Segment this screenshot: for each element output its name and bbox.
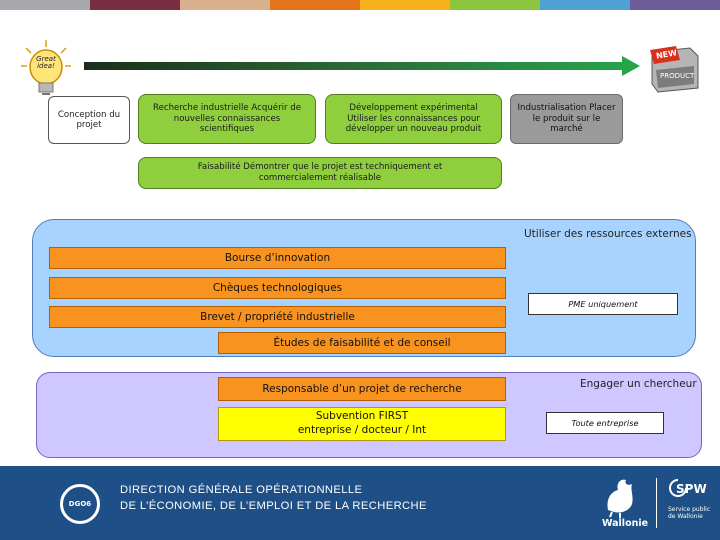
- top-bar-segment-4: [270, 0, 360, 10]
- bourse-innovation-bar: Bourse d’innovation: [49, 247, 506, 269]
- researcher-title: Engager un chercheur: [580, 378, 697, 390]
- responsable-projet-bar: Responsable d’un projet de recherche: [218, 377, 506, 401]
- conception-box: Conception du projet: [48, 96, 130, 144]
- faisabilite-text: Faisabilité Démontrer que le projet est …: [197, 162, 443, 183]
- top-bar-segment-2: [90, 0, 180, 10]
- subvention-first-box: Subvention FIRST entreprise / docteur / …: [218, 407, 506, 441]
- top-color-bar: [0, 0, 720, 10]
- lightbulb-text: Great idea!: [36, 55, 56, 71]
- responsable-projet-text: Responsable d’un projet de recherche: [262, 383, 462, 395]
- industrialisation-box: Industrialisation Placer le produit sur …: [510, 94, 623, 144]
- wallonie-rooster-icon: [598, 474, 644, 518]
- pme-uniquement-note: PME uniquement: [528, 293, 678, 315]
- top-bar-segment-5: [360, 0, 450, 10]
- wallonie-text: Wallonie: [602, 518, 649, 529]
- footer-line1: DIRECTION GÉNÉRALE OPÉRATIONNELLE: [120, 484, 363, 496]
- developpement-box: Développement expérimental Utiliser les …: [325, 94, 502, 144]
- top-bar-segment-7: [540, 0, 630, 10]
- spw-logo-icon: [668, 478, 688, 498]
- recherche-text: Recherche industrielle Acquérir de nouve…: [152, 102, 302, 135]
- lightbulb-icon: Great idea!: [18, 38, 74, 98]
- toute-entreprise-text: Toute entreprise: [571, 418, 639, 428]
- top-bar-segment-1: [0, 0, 90, 10]
- top-bar-segment-3: [180, 0, 270, 10]
- arrow-right-icon: [84, 54, 644, 78]
- brevet-text: Brevet / propriété industrielle: [200, 311, 355, 323]
- dgo6-text: DGO6: [68, 500, 92, 508]
- industrialisation-text: Industrialisation Placer le produit sur …: [517, 102, 616, 135]
- subvention-first-line1: Subvention FIRST: [315, 410, 409, 423]
- brevet-bar: Brevet / propriété industrielle: [49, 306, 506, 328]
- top-bar-segment-8: [630, 0, 720, 10]
- cheques-technologiques-text: Chèques technologiques: [212, 282, 343, 294]
- pme-uniquement-text: PME uniquement: [568, 299, 638, 309]
- etudes-faisabilite-bar: Études de faisabilité et de conseil: [218, 332, 506, 354]
- toute-entreprise-note: Toute entreprise: [546, 412, 664, 434]
- spw-sub1: Service public: [668, 506, 711, 513]
- bourse-innovation-text: Bourse d’innovation: [224, 252, 331, 264]
- subvention-first-line2: entreprise / docteur / Int: [297, 424, 427, 436]
- external-resources-title: Utiliser des ressources externes: [524, 228, 692, 240]
- dgo6-logo: DGO6: [60, 484, 100, 524]
- footer-band: DGO6 DIRECTION GÉNÉRALE OPÉRATIONNELLE D…: [0, 466, 720, 540]
- etudes-faisabilite-text: Études de faisabilité et de conseil: [273, 337, 451, 349]
- product-label: PRODUCT: [660, 72, 695, 80]
- spw-text: SPW: [676, 482, 707, 496]
- footer-line2: DE L’ÉCONOMIE, DE L’EMPLOI ET DE LA RECH…: [120, 500, 427, 513]
- top-bar-segment-6: [450, 0, 540, 10]
- new-product-box-icon: NEW PRODUCT: [646, 44, 702, 94]
- faisabilite-box: Faisabilité Démontrer que le projet est …: [138, 157, 502, 189]
- spw-sub2: de Wallonie: [668, 513, 703, 521]
- recherche-box: Recherche industrielle Acquérir de nouve…: [138, 94, 316, 144]
- developpement-text: Développement expérimental Utiliser les …: [345, 102, 482, 135]
- footer-divider: [656, 478, 657, 528]
- conception-text: Conception du projet: [57, 110, 121, 130]
- cheques-technologiques-bar: Chèques technologiques: [49, 277, 506, 299]
